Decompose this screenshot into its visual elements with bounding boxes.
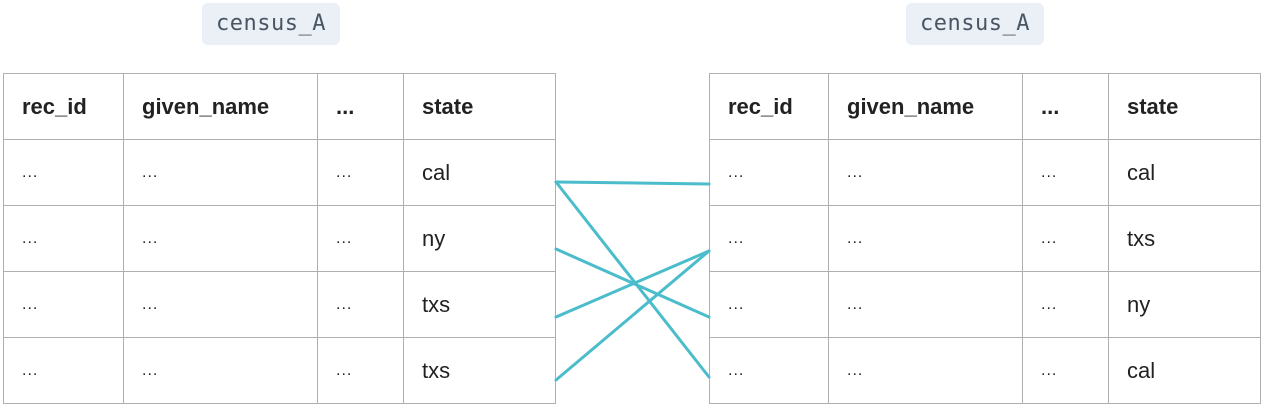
column-header-given-name: given_name <box>828 73 1023 140</box>
ellipsis-cell: ... <box>317 139 404 206</box>
state-cell: txs <box>403 337 556 404</box>
left-census-table: rec_id given_name ... state ... ... ... … <box>3 73 556 404</box>
table-row: ... ... ... ny <box>709 271 1261 338</box>
state-cell: txs <box>1108 205 1261 272</box>
given-name-cell: ... <box>123 271 318 338</box>
rec-id-cell: ... <box>3 337 124 404</box>
given-name-cell: ... <box>123 337 318 404</box>
left-table-title: census_A <box>202 3 340 45</box>
ellipsis-cell: ... <box>1022 139 1109 206</box>
given-name-cell: ... <box>828 205 1023 272</box>
table-row: ... ... ... cal <box>3 139 556 206</box>
rec-id-cell: ... <box>3 205 124 272</box>
rec-id-cell: ... <box>3 139 124 206</box>
record-link-line <box>554 247 711 319</box>
given-name-cell: ... <box>828 337 1023 404</box>
given-name-cell: ... <box>828 139 1023 206</box>
state-cell: cal <box>1108 337 1261 404</box>
ellipsis-cell: ... <box>1022 271 1109 338</box>
column-header-rec-id: rec_id <box>709 73 829 140</box>
column-header-state: state <box>1108 73 1261 140</box>
column-header-ellipsis: ... <box>1022 73 1109 140</box>
state-cell: cal <box>403 139 556 206</box>
right-table-title: census_A <box>906 3 1044 45</box>
right-census-table: rec_id given_name ... state ... ... ... … <box>709 73 1261 404</box>
rec-id-cell: ... <box>709 205 829 272</box>
ellipsis-cell: ... <box>317 271 404 338</box>
column-header-state: state <box>403 73 556 140</box>
given-name-cell: ... <box>123 139 318 206</box>
record-link-line <box>554 180 711 379</box>
table-row: ... ... ... txs <box>3 271 556 338</box>
column-header-ellipsis: ... <box>317 73 404 140</box>
state-cell: cal <box>1108 139 1261 206</box>
rec-id-cell: ... <box>709 337 829 404</box>
state-cell: ny <box>403 205 556 272</box>
given-name-cell: ... <box>123 205 318 272</box>
record-link-line <box>554 180 711 186</box>
ellipsis-cell: ... <box>317 337 404 404</box>
state-cell: txs <box>403 271 556 338</box>
header-row: rec_id given_name ... state <box>709 73 1261 140</box>
column-header-given-name: given_name <box>123 73 318 140</box>
ellipsis-cell: ... <box>317 205 404 272</box>
table-row: ... ... ... ny <box>3 205 556 272</box>
table-row: ... ... ... txs <box>709 205 1261 272</box>
record-link-line <box>554 249 711 382</box>
table-row: ... ... ... cal <box>709 139 1261 206</box>
given-name-cell: ... <box>828 271 1023 338</box>
rec-id-cell: ... <box>709 271 829 338</box>
rec-id-cell: ... <box>709 139 829 206</box>
rec-id-cell: ... <box>3 271 124 338</box>
state-cell: ny <box>1108 271 1261 338</box>
record-link-line <box>554 249 711 319</box>
ellipsis-cell: ... <box>1022 205 1109 272</box>
table-row: ... ... ... txs <box>3 337 556 404</box>
table-row: ... ... ... cal <box>709 337 1261 404</box>
ellipsis-cell: ... <box>1022 337 1109 404</box>
column-header-rec-id: rec_id <box>3 73 124 140</box>
header-row: rec_id given_name ... state <box>3 73 556 140</box>
